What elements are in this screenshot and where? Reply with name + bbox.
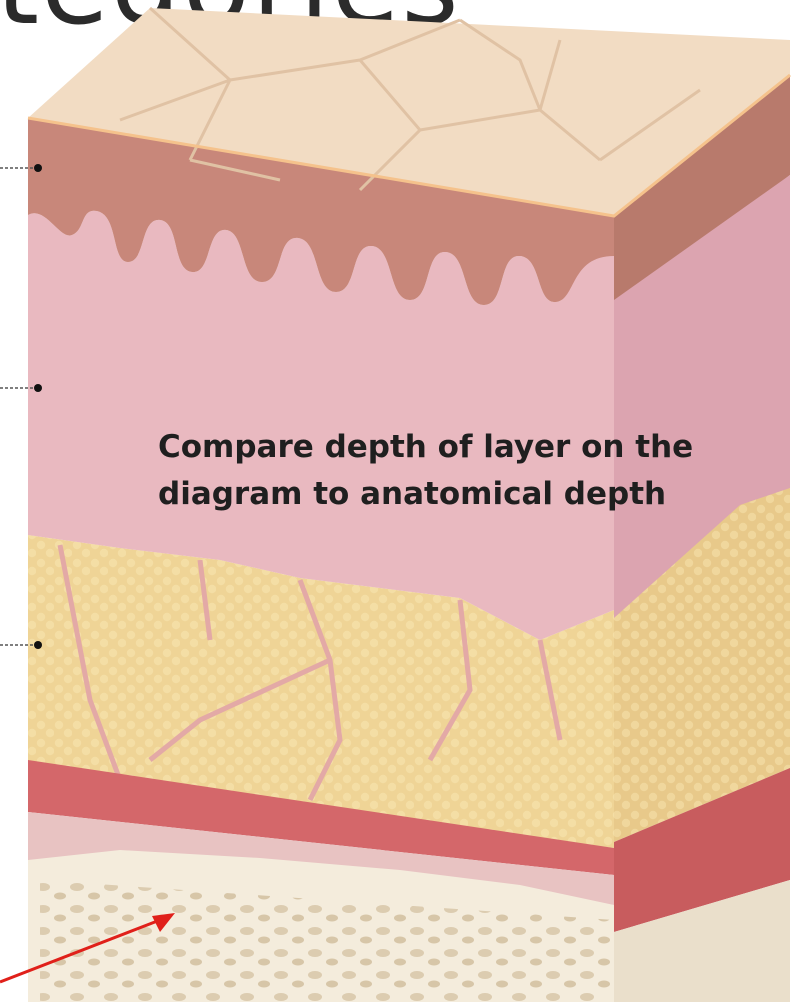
comparison-annotation: Compare depth of layer on the diagram to… <box>158 424 778 518</box>
leader-dot-epidermis <box>34 164 42 172</box>
leader-dot-dermis <box>34 384 42 392</box>
leader-dot-hypodermis <box>34 641 42 649</box>
annotation-line-1: Compare depth of layer on the <box>158 424 778 471</box>
front-face <box>28 118 614 1002</box>
annotation-line-2: diagram to anatomical depth <box>158 471 778 518</box>
side-face <box>614 75 790 1002</box>
